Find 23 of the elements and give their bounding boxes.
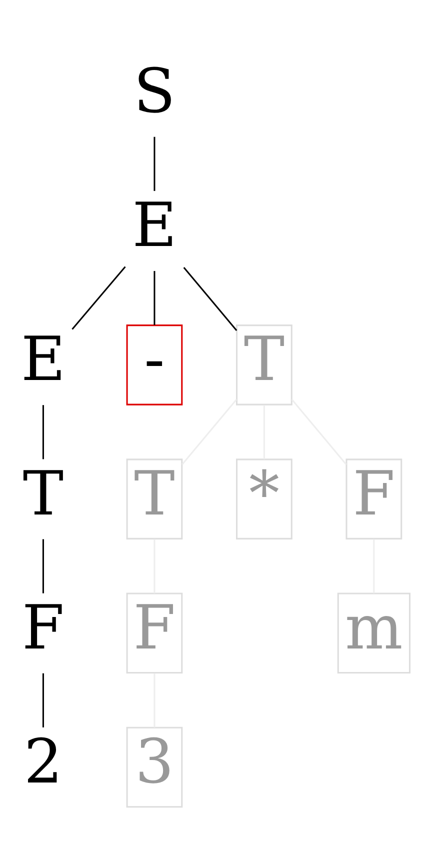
node-box: m (337, 592, 410, 674)
node-box: F (126, 592, 183, 674)
node-box: F (346, 458, 402, 540)
node-box: T (236, 324, 292, 406)
node-box: - (126, 324, 183, 406)
node-text: T (22, 458, 64, 530)
node-text: E (132, 190, 177, 262)
connector (183, 267, 238, 331)
node-text: F (22, 592, 64, 664)
connector (154, 270, 156, 326)
connector (42, 405, 44, 460)
connector (42, 539, 44, 594)
node-box: 3 (126, 726, 183, 808)
connector (291, 399, 347, 465)
connector (154, 136, 156, 191)
node-text: 2 (24, 726, 63, 798)
connector (182, 399, 238, 465)
connector (42, 673, 44, 728)
node-text: S (134, 56, 176, 127)
node-box: * (236, 458, 292, 540)
node-box: T (126, 458, 183, 540)
connector (72, 266, 126, 330)
node-text: E (20, 324, 66, 396)
